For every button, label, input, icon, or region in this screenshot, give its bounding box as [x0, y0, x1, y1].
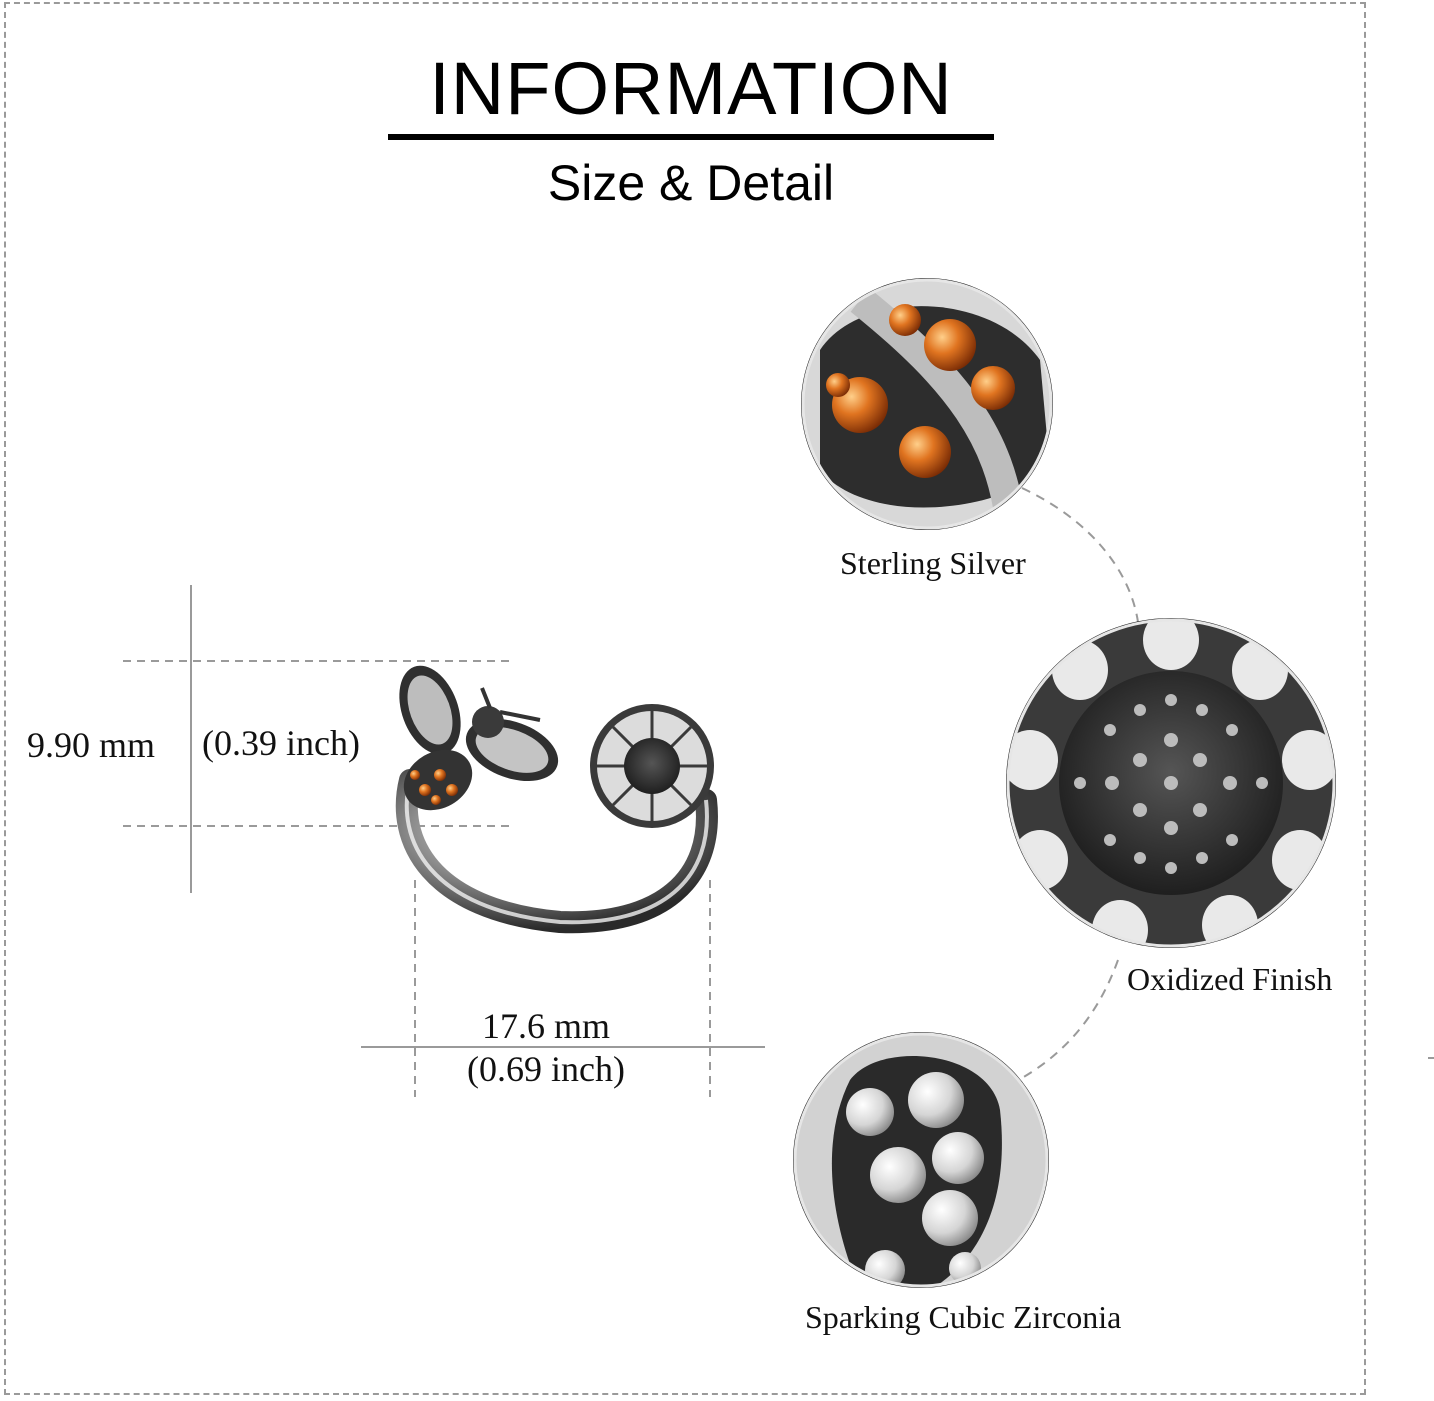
detail-circle-sterling-silver [801, 278, 1053, 530]
height-inch-label: (0.39 inch) [202, 723, 360, 763]
page-subtitle: Size & Detail [547, 155, 835, 211]
height-mm-label: 9.90 mm [27, 725, 156, 765]
detail-circle-oxidized-finish [1006, 618, 1336, 948]
width-mm-label: 17.6 mm [482, 1006, 611, 1046]
detail-label-oxidized-finish: Oxidized Finish [1127, 961, 1333, 997]
ring-image [395, 665, 718, 934]
dimension-guides [123, 487, 1434, 1097]
page-title: INFORMATION [429, 47, 953, 130]
width-inch-label: (0.69 inch) [467, 1049, 625, 1089]
dashed-frame [4, 2, 1366, 1395]
detail-label-sterling-silver: Sterling Silver [840, 545, 1026, 581]
detail-circle-cubic-zirconia [793, 1032, 1049, 1288]
title-underline [388, 134, 994, 140]
detail-label-cubic-zirconia: Sparking Cubic Zirconia [805, 1299, 1122, 1335]
